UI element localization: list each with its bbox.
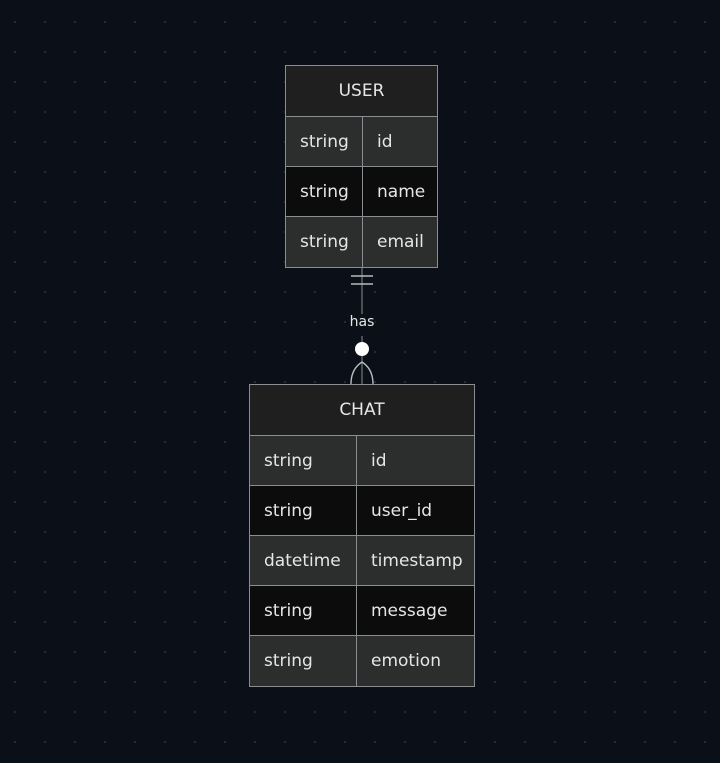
chat-entity-title: CHAT — [250, 385, 474, 436]
chat-attribute-row: string user_id — [250, 486, 474, 536]
attribute-type: string — [250, 436, 357, 485]
user-entity-title: USER — [286, 66, 437, 117]
attribute-type: string — [250, 636, 357, 686]
user-attribute-row: string name — [286, 167, 437, 217]
chat-attribute-row: string message — [250, 586, 474, 636]
attribute-name: email — [377, 232, 424, 252]
attribute-name: name — [377, 181, 426, 202]
attribute-name: id — [371, 450, 387, 471]
crowfoot-right-prong — [361, 361, 374, 385]
attribute-name: id — [377, 131, 393, 152]
relationship-label: has — [349, 314, 375, 330]
attribute-name: user_id — [371, 500, 433, 521]
attribute-type: string — [250, 486, 357, 535]
crowfoot-left-prong — [350, 361, 363, 385]
attribute-type: string — [250, 586, 357, 635]
user-attribute-row: string id — [286, 117, 437, 167]
chat-entity[interactable]: CHAT string id string user_id datetime t… — [249, 384, 475, 687]
chat-attribute-row: string emotion — [250, 636, 474, 686]
attribute-name: timestamp — [371, 550, 463, 571]
relationship-label-background — [349, 314, 375, 336]
attribute-type: datetime — [250, 536, 357, 585]
user-attribute-row: string email — [286, 217, 437, 267]
attribute-name: emotion — [371, 651, 441, 671]
zero-circle-marker — [355, 342, 369, 356]
attribute-type: string — [286, 217, 363, 267]
chat-attribute-row: datetime timestamp — [250, 536, 474, 586]
attribute-type: string — [286, 117, 363, 166]
user-entity[interactable]: USER string id string name string email — [285, 65, 438, 268]
chat-attribute-row: string id — [250, 436, 474, 486]
attribute-name: message — [371, 600, 448, 621]
attribute-type: string — [286, 167, 363, 216]
